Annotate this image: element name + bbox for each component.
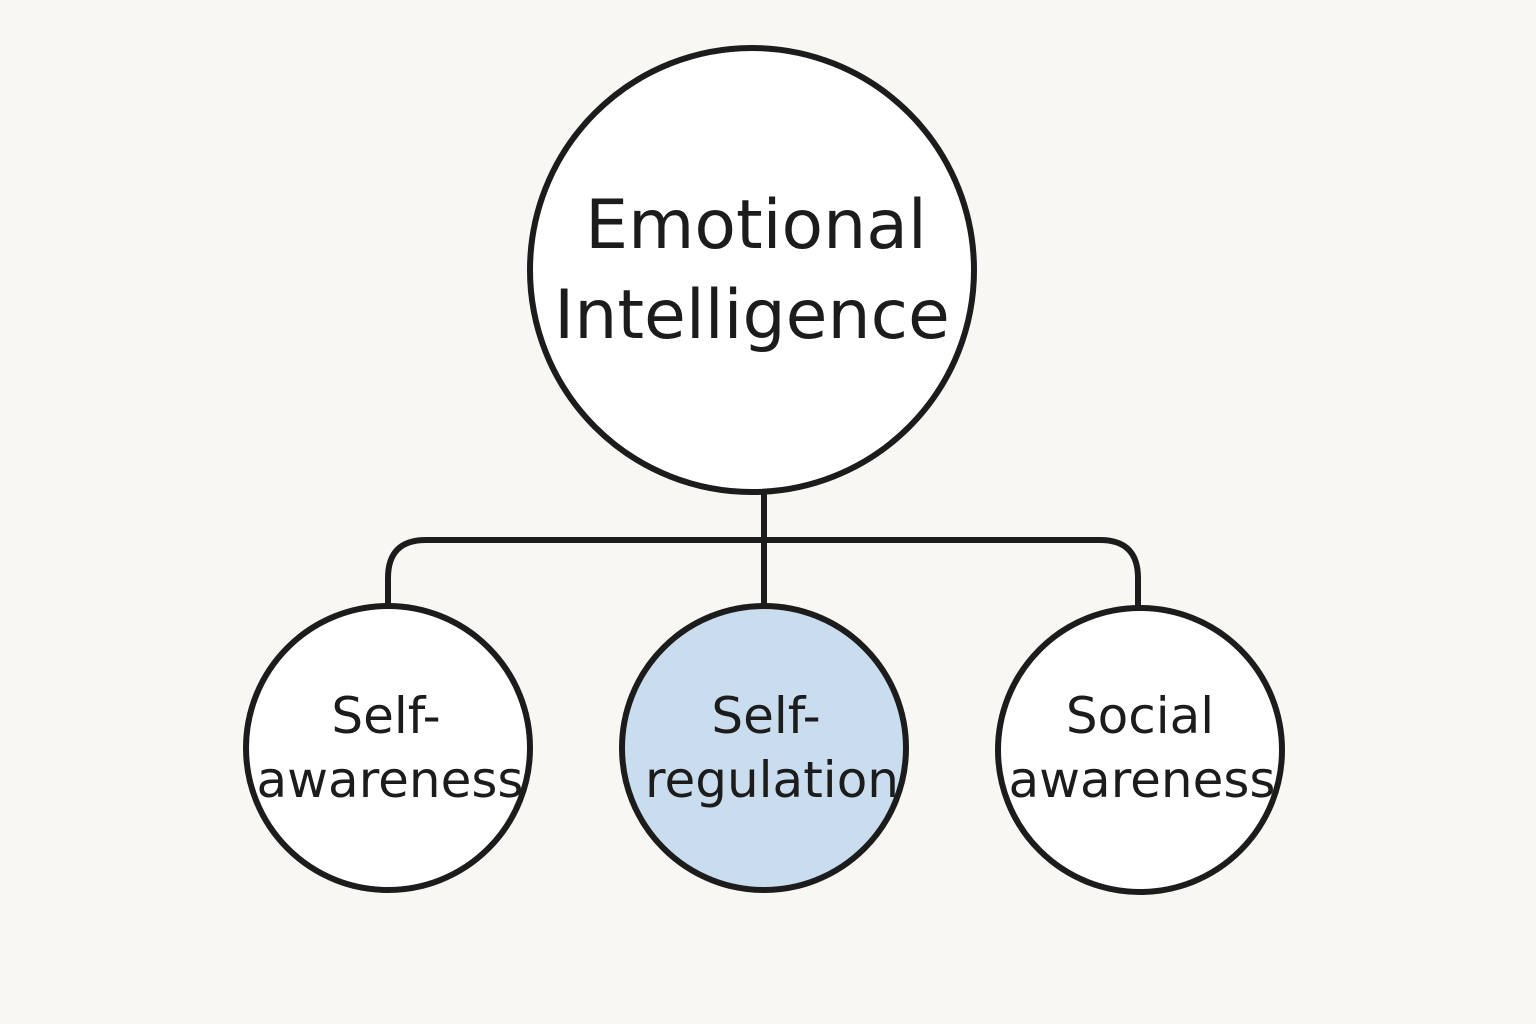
self-regulation-label-line-2: regulation — [645, 751, 899, 809]
self-awareness-label-line-1: Self- — [331, 687, 440, 745]
social-awareness-label-line-2: awareness — [1009, 751, 1276, 809]
self-awareness-circle — [243, 603, 533, 893]
connector-lines — [385, 477, 1141, 611]
self-regulation-label-line-1: Self- — [711, 687, 820, 745]
social-awareness-circle — [995, 605, 1285, 895]
root-node-label-line-1: Emotional — [585, 186, 927, 265]
child-node-social-awareness: Social awareness — [995, 605, 1285, 895]
child-node-self-awareness: Self- awareness — [243, 603, 533, 893]
social-awareness-label-line-1: Social — [1066, 687, 1214, 745]
self-regulation-circle — [619, 603, 909, 893]
root-node-circle — [527, 45, 977, 495]
root-node: Emotional Intelligence — [527, 45, 977, 495]
child-node-self-regulation: Self- regulation — [619, 603, 909, 893]
root-node-label-line-2: Intelligence — [554, 276, 950, 355]
self-awareness-label-line-2: awareness — [257, 751, 524, 809]
